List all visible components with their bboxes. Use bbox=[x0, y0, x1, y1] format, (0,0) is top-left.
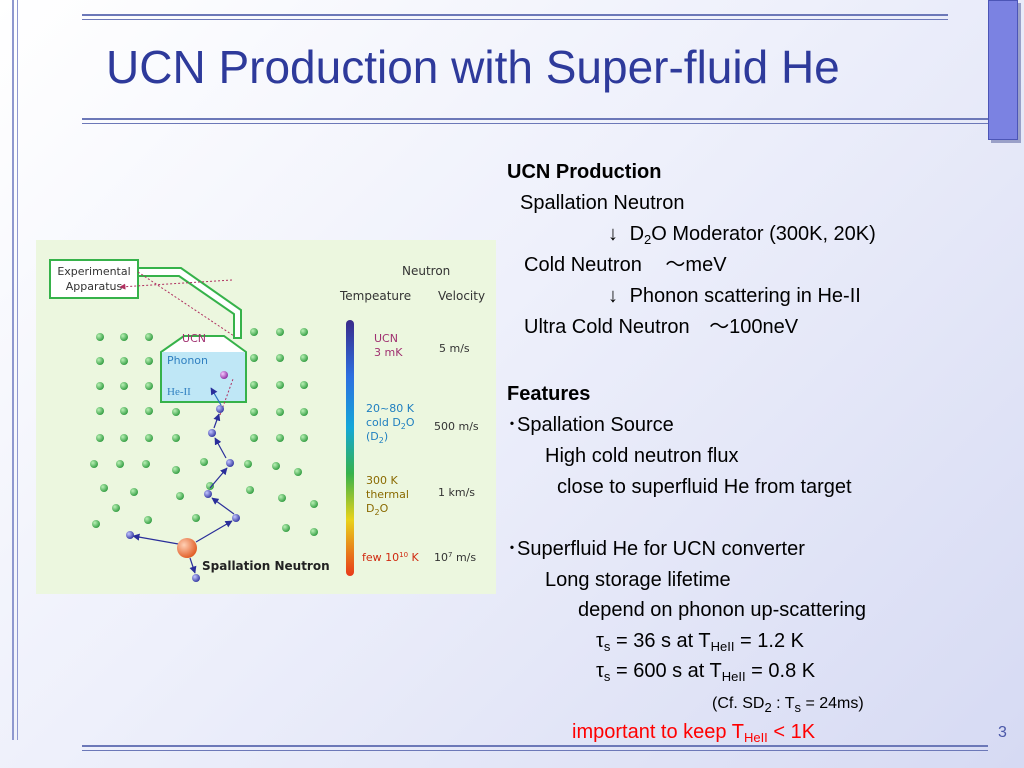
feature-storage-lifetime: Long storage lifetime bbox=[545, 569, 731, 591]
ultra-cold-neutron-line: Ultra Cold Neutron ～100neV bbox=[524, 316, 799, 338]
feature-spallation-source: ･Spallation Source bbox=[507, 414, 674, 436]
superfluid-he bbox=[162, 352, 245, 401]
important-note: important to keep THeII < 1K bbox=[572, 721, 816, 745]
spallation-velocity: 107 m/s bbox=[434, 551, 476, 564]
sd2-comparison: (Cf. SD2 : Ts = 24ms) bbox=[712, 695, 864, 715]
phonon-line: ↓ Phonon scattering in He-II bbox=[608, 285, 861, 307]
thermal-velocity: 1 km/s bbox=[438, 486, 475, 499]
feature-cold-flux: High cold neutron flux bbox=[545, 445, 739, 467]
lifetime-0-8k: τs = 600 s at THeII = 0.8 K bbox=[596, 660, 816, 684]
down-arrow-icon: ↓ bbox=[608, 223, 618, 245]
corner-accent-bar bbox=[988, 0, 1018, 140]
spallation-source bbox=[177, 538, 197, 558]
thermal-temp-line3: D2O bbox=[366, 502, 389, 517]
temperature-scale-bar bbox=[346, 320, 354, 576]
cold-velocity: 500 m/s bbox=[434, 420, 479, 433]
phonon-label: Phonon bbox=[167, 354, 208, 367]
ucn-temp-line1: UCN bbox=[374, 332, 398, 345]
cold-temp-line1: 20~80 K bbox=[366, 402, 415, 415]
apparatus-box bbox=[49, 259, 139, 299]
page-number: 3 bbox=[998, 724, 1007, 741]
moderator-molecules bbox=[90, 328, 318, 536]
feature-phonon-upscattering: depend on phonon up-scattering bbox=[578, 599, 867, 621]
neutron-guide bbox=[137, 267, 242, 339]
cold-neutron-line: Cold Neutron ～meV bbox=[524, 254, 727, 276]
title-underline bbox=[82, 118, 988, 120]
spallation-label: Spallation Neutron bbox=[202, 559, 330, 573]
moderator-text: D2O Moderator (300K, 20K) bbox=[629, 223, 876, 247]
ucn-label: UCN bbox=[182, 332, 206, 345]
velocity-header: Velocity bbox=[438, 289, 485, 303]
top-rule bbox=[82, 14, 948, 16]
moderator-line: ↓ D2O Moderator (300K, 20K) bbox=[608, 222, 876, 246]
neutron-scatter-path bbox=[126, 405, 240, 582]
down-arrow-icon: ↓ bbox=[608, 285, 618, 307]
phonon-arrow bbox=[210, 387, 222, 406]
thermal-temp-line2: thermal bbox=[366, 488, 409, 501]
title-underline-thin bbox=[82, 123, 988, 124]
ucn-temp-line2: 3 mK bbox=[374, 346, 403, 359]
feature-close-target: close to superfluid He from target bbox=[557, 476, 852, 498]
top-rule-thin bbox=[82, 19, 948, 20]
thermal-temp-line1: 300 K bbox=[366, 474, 398, 487]
he-ii-label: He-II bbox=[167, 386, 191, 398]
lifetime-1-2k: τs = 36 s at THeII = 1.2 K bbox=[596, 630, 804, 654]
production-heading: UCN Production bbox=[507, 161, 662, 183]
apparatus-label-1: Experimental bbox=[57, 265, 130, 278]
cold-temp-line3: (D2) bbox=[366, 430, 388, 445]
left-vertical-rule-2 bbox=[17, 0, 18, 740]
temperature-header: Tempeature bbox=[339, 289, 411, 303]
left-vertical-rule bbox=[12, 0, 14, 740]
ucn-to-apparatus-path bbox=[119, 279, 233, 290]
spallation-temp: few 1010 K bbox=[362, 551, 420, 564]
cold-temp-line2: cold D2O bbox=[366, 416, 415, 431]
bottom-rule bbox=[82, 745, 988, 747]
ucn-particle bbox=[220, 371, 228, 379]
slide-title: UCN Production with Super-fluid He bbox=[106, 41, 840, 93]
neutron-header: Neutron bbox=[402, 264, 450, 278]
bottom-rule-thin bbox=[82, 750, 988, 751]
spallation-neutron-line: Spallation Neutron bbox=[520, 192, 685, 214]
ucn-production-diagram: Experimental Apparatus UCN Phonon He-II bbox=[36, 240, 496, 594]
apparatus-label-2: Apparatus bbox=[66, 280, 123, 293]
ucn-velocity: 5 m/s bbox=[439, 342, 470, 355]
guide-path bbox=[137, 271, 235, 337]
diagram-canvas: Experimental Apparatus UCN Phonon He-II bbox=[49, 259, 485, 582]
feature-superfluid-converter: ･Superfluid He for UCN converter bbox=[507, 538, 805, 560]
features-heading: Features bbox=[507, 383, 591, 405]
